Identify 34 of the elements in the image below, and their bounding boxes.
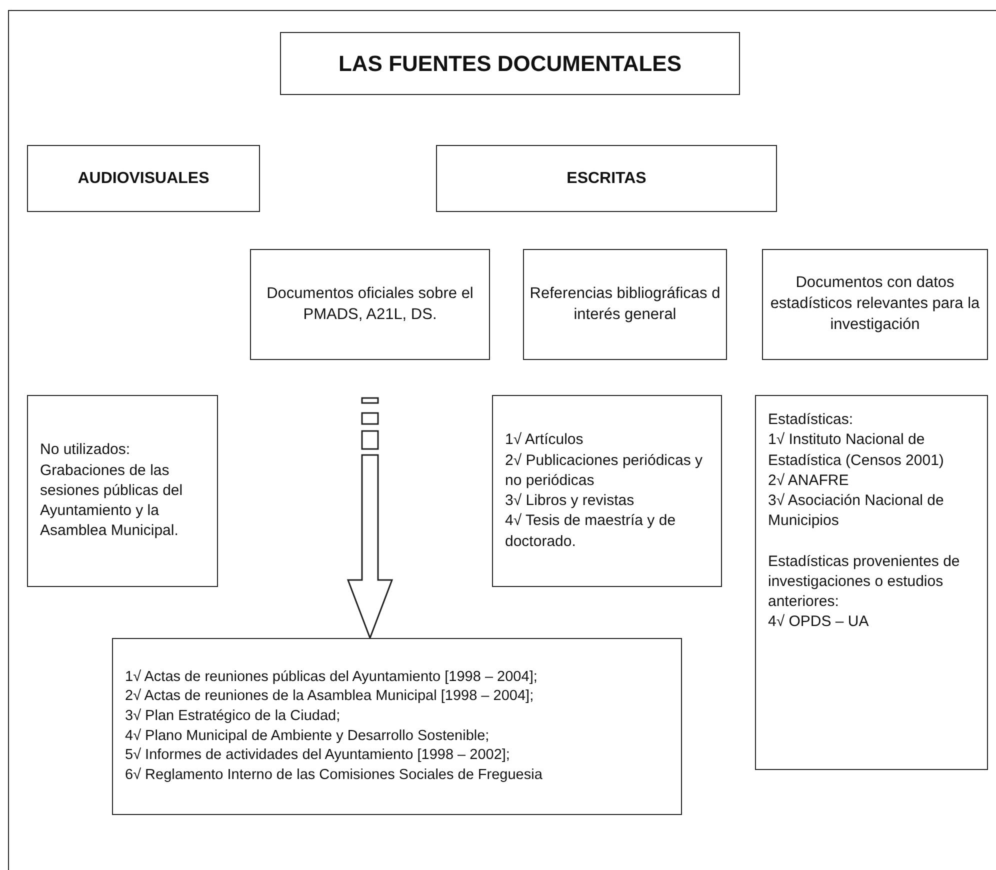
source-box	[250, 249, 490, 360]
category-box	[27, 145, 260, 212]
list-item: 3√ Plan Estratégico de la Ciudad;	[125, 706, 342, 726]
list-box	[492, 395, 722, 587]
heading-text: AUDIOVISUALES	[78, 168, 210, 189]
list-item: 6√ Reglamento Interno de las Comisiones Sociales de Freguesia	[125, 766, 544, 785]
list-item: 1√ Actas de reuniones públicas del Ayuntamiento [1998 – 2004];	[125, 668, 538, 687]
source-box	[762, 249, 988, 360]
list-box	[112, 638, 682, 815]
list-item: Estadísticas:	[768, 410, 854, 430]
list-item: 1√ Artículos	[505, 430, 584, 450]
list-item: 5√ Informes de actividades del Ayuntamiento [1998 – 2002];	[125, 746, 511, 766]
box-text: No utilizados: Grabaciones de las sesiones públicas del Ayuntamiento y la Asamblea Municipal.	[40, 440, 184, 542]
list-item: 4√ Plano Municipal de Ambiente y Desarrollo Sostenible;	[125, 726, 490, 746]
note-box	[27, 395, 218, 587]
list-item: 3√ Libros y revistas	[505, 491, 636, 511]
list-item: 2√ ANAFRE	[768, 470, 850, 491]
list-box	[755, 395, 988, 770]
list-item: 2√ Actas de reuniones de la Asamblea Municipal [1998 – 2004];	[125, 687, 535, 706]
list-item: 2√ Publicaciones periódicas y no periódicas	[505, 450, 704, 491]
box-text: Referencias bibliográficas d interés general	[528, 284, 722, 324]
box-text: Documentos oficiales sobre el PMADS, A21L, DS.	[266, 284, 474, 324]
source-box	[523, 249, 727, 360]
category-box	[436, 145, 777, 212]
list-item: Estadísticas provenientes de investigaciones o estudios anteriores:	[768, 552, 961, 612]
list-item: 1√ Instituto Nacional de Estadística (Censos 2001)	[768, 430, 945, 470]
block-arrow	[346, 397, 394, 640]
list-item: 3√ Asociación Nacional de Municipios	[768, 491, 945, 532]
title-text: LAS FUENTES DOCUMENTALES	[338, 50, 682, 78]
heading-text: ESCRITAS	[566, 168, 646, 189]
title-box	[280, 32, 740, 95]
box-text: Documentos con datos estadísticos relevantes para la investigación	[769, 273, 981, 335]
list-item: 4√ OPDS – UA	[768, 612, 870, 632]
list-item: 4√ Tesis de maestría y de doctorado.	[505, 511, 677, 552]
